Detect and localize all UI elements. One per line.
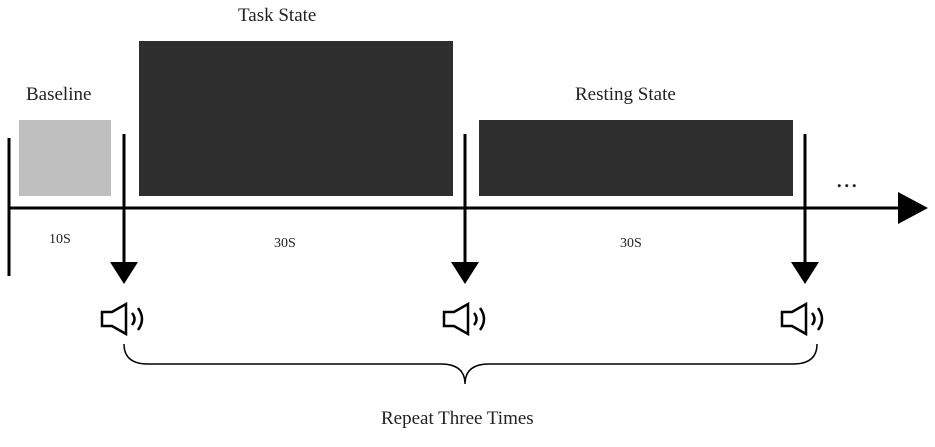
marker-arrow-3 — [791, 134, 819, 284]
resting-state-block — [479, 120, 793, 196]
marker-arrow-2 — [451, 134, 479, 284]
speaker-icon — [100, 301, 144, 337]
marker-arrow-1 — [110, 134, 138, 284]
speaker-icon — [442, 301, 486, 337]
repeat-label: Repeat Three Times — [381, 408, 534, 429]
phase-title-baseline: Baseline — [26, 84, 92, 105]
phase-title-task-state: Task State — [238, 5, 317, 26]
duration-resting-state: 30S — [620, 236, 642, 251]
duration-baseline: 10S — [49, 232, 71, 247]
timeline-continuation: ... — [836, 164, 859, 193]
speaker-icon — [780, 301, 824, 337]
task-state-block — [139, 41, 453, 196]
duration-task-state: 30S — [274, 236, 296, 251]
baseline-block — [19, 120, 111, 196]
repeat-brace — [123, 343, 818, 385]
phase-title-resting-state: Resting State — [575, 84, 676, 105]
time-axis-arrowhead — [898, 192, 928, 224]
